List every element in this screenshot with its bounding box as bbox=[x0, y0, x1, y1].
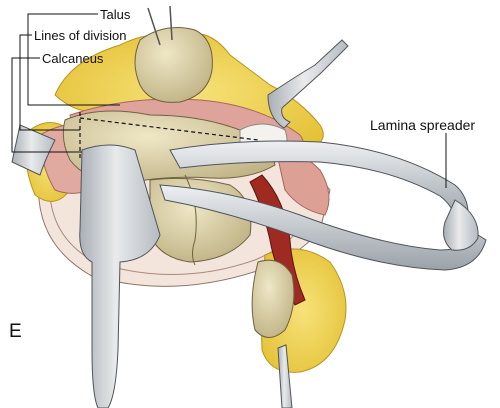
lamina-spreader-hinge bbox=[443, 199, 479, 251]
pin-left bbox=[147, 7, 161, 46]
talus-bone bbox=[134, 27, 213, 103]
lamina-spreader-label: Lamina spreader bbox=[370, 117, 476, 133]
pin-right bbox=[169, 5, 173, 41]
lamina-spreader-lower-arm bbox=[159, 184, 487, 271]
panel-letter: E bbox=[9, 321, 22, 342]
lines-of-division-leader bbox=[19, 34, 80, 131]
lines-of-division-label: Lines of division bbox=[34, 28, 127, 43]
retractor-upper bbox=[267, 39, 349, 129]
calcaneus-label: Calcaneus bbox=[42, 51, 104, 66]
left-small-retractor bbox=[11, 124, 56, 176]
left-blade-retractor bbox=[79, 144, 161, 408]
calcaneus-leader bbox=[11, 57, 82, 153]
talus-leader bbox=[27, 13, 120, 106]
talus-label: Talus bbox=[100, 7, 131, 22]
lower-retractor bbox=[277, 344, 293, 408]
lower-bone-fragment bbox=[251, 259, 295, 338]
division-line-1 bbox=[79, 117, 259, 141]
